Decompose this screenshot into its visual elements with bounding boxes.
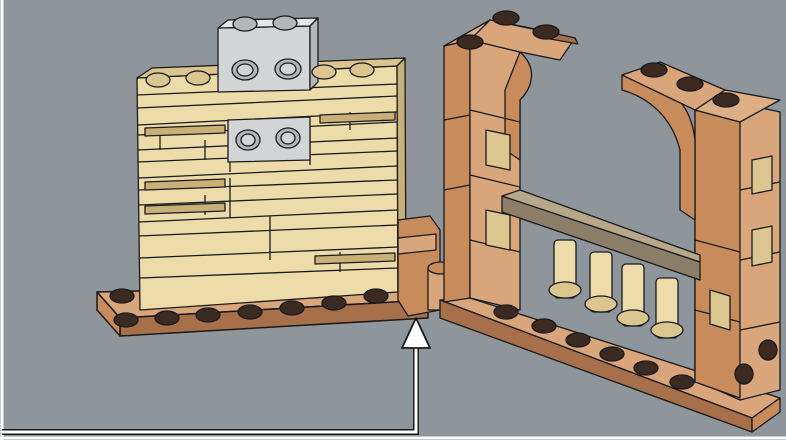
gray-top-brick	[218, 16, 318, 92]
gray-technic-brick	[228, 117, 310, 162]
tan-brick-wall-icon	[137, 58, 406, 310]
arched-window-wall-icon	[440, 20, 780, 432]
pointer-arrow-icon	[2, 318, 430, 432]
